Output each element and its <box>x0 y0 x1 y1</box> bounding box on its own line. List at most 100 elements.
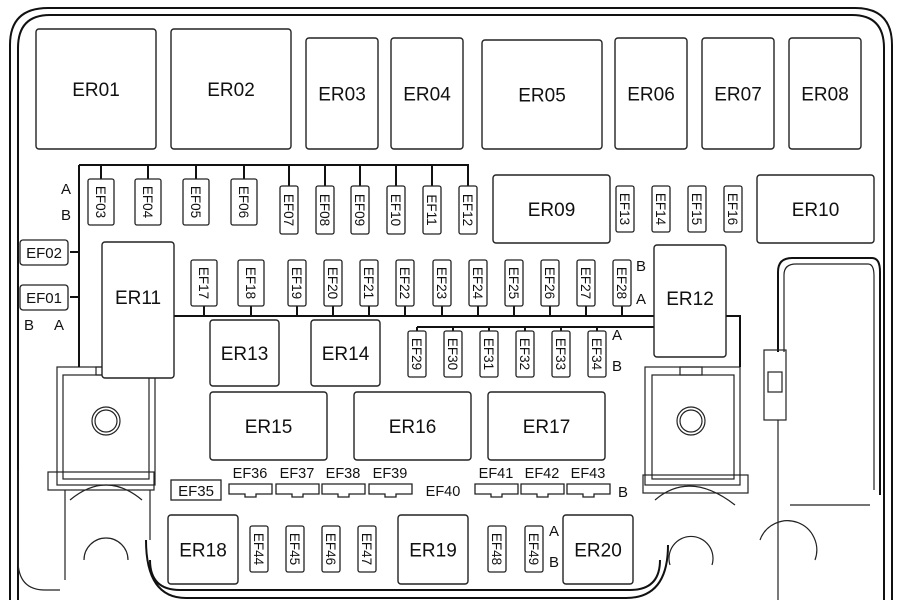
relay-label: ER19 <box>409 541 457 562</box>
fuse-label: EF32 <box>517 338 532 370</box>
relay-label: ER16 <box>389 417 437 438</box>
fuse-body <box>170 479 222 501</box>
fuse-label: EF04 <box>140 186 155 219</box>
pin-label-top-left-a: A <box>61 181 71 198</box>
fuse-label: EF14 <box>653 193 668 226</box>
fuse-label: EF16 <box>725 193 740 225</box>
relay-body <box>487 391 606 461</box>
fuse-label: EF33 <box>553 338 568 370</box>
fuse-body <box>237 259 265 307</box>
fuse-label: EF37 <box>280 466 315 482</box>
fuse-body <box>182 178 210 226</box>
fuse-ef47: EF47 <box>357 525 377 573</box>
relay-er15: ER15 <box>209 391 328 461</box>
fuse-ef45: EF45 <box>285 525 305 573</box>
fuse-body <box>279 185 299 235</box>
fuse-label: EF48 <box>489 533 504 565</box>
fuse-label: EF07 <box>281 194 296 226</box>
relay-er05: ER05 <box>481 39 603 150</box>
fuse-ef30: EF30 <box>443 327 463 378</box>
fuse-ef18: EF18 <box>237 259 265 316</box>
left-mounting-bracket <box>47 366 156 580</box>
relay-label: ER13 <box>221 344 269 365</box>
fuse-label: EF36 <box>233 466 268 482</box>
fuse-label: EF44 <box>251 533 266 566</box>
fuse-label: EF41 <box>479 466 514 482</box>
relay-label: ER10 <box>792 200 840 221</box>
relay-body <box>353 391 472 461</box>
fuse-ef10: EF10 <box>386 165 406 235</box>
fuse-label: EF24 <box>470 267 485 300</box>
fuse-ef25: EF25 <box>504 259 524 316</box>
fuse-label: EF06 <box>236 186 251 218</box>
fuse-body <box>285 525 305 573</box>
fuse-ef42: EF42 <box>520 466 565 498</box>
fuse-label: EF31 <box>481 338 496 370</box>
fuse-ef14: EF14 <box>651 185 671 233</box>
fuse-body <box>487 525 507 573</box>
fuse-body <box>576 259 596 307</box>
fuse-ef03: EF03 <box>87 165 115 226</box>
relay-body <box>788 37 862 150</box>
fuse-body <box>468 259 488 307</box>
fuse-ef23: EF23 <box>432 259 452 316</box>
fuse-body <box>357 525 377 573</box>
relay-er17: ER17 <box>487 391 606 461</box>
relay-er12: ER12 <box>653 244 727 358</box>
pin-label-ef49-a: A <box>549 523 559 540</box>
relay-label: ER20 <box>574 541 622 562</box>
fuse-body <box>458 185 478 235</box>
pin-label-ef28-b: B <box>636 258 646 275</box>
fuse-label: EF20 <box>325 267 340 299</box>
relay-body <box>390 37 464 150</box>
pin-label-ef49-b: B <box>549 554 559 571</box>
fuse-body <box>249 525 269 573</box>
fuse-label: EF19 <box>289 267 304 299</box>
relay-label: ER07 <box>714 85 762 106</box>
fuse-body <box>190 259 218 307</box>
fuse-body <box>321 525 341 573</box>
fuse-label: EF17 <box>196 267 211 299</box>
fuse-body <box>432 259 452 307</box>
fuse-body <box>287 259 307 307</box>
fuse-body <box>315 185 335 235</box>
fuse-ef37: EF37 <box>275 466 320 498</box>
relay-label: ER18 <box>179 541 227 562</box>
fuse-ef17: EF17 <box>190 259 218 316</box>
fuse-label: EF23 <box>434 267 449 299</box>
relay-body <box>35 28 157 150</box>
fuse-body <box>551 330 571 378</box>
fuse-ef27: EF27 <box>576 259 596 316</box>
fuse-label: EF12 <box>460 194 475 226</box>
fuse-label: EF43 <box>571 466 606 482</box>
fuse-body <box>587 330 607 378</box>
fuse-label: EF22 <box>397 267 412 299</box>
fuse-ef41: EF41 <box>474 466 519 498</box>
fuse-slot <box>228 483 273 498</box>
relay-body <box>310 319 381 387</box>
fuse-label: EF30 <box>445 338 460 370</box>
fuse-label: EF03 <box>93 186 108 218</box>
fuse-ef12: EF12 <box>458 165 478 235</box>
fuse-ef20: EF20 <box>323 259 343 316</box>
fuse-label: EF13 <box>617 193 632 225</box>
fuse-label: EF28 <box>614 267 629 299</box>
fuse-ef22: EF22 <box>395 259 415 316</box>
fuse-label: EF10 <box>388 194 403 226</box>
fuse-ef44: EF44 <box>249 525 269 573</box>
fuse-slot <box>520 483 565 498</box>
relay-label: ER14 <box>322 344 370 365</box>
fuse-ef19: EF19 <box>287 259 307 316</box>
fuse-body <box>19 284 69 311</box>
fuse-body <box>540 259 560 307</box>
fuse-label: EF40 <box>426 484 461 500</box>
relay-label: ER15 <box>245 417 293 438</box>
fuse-ef35: EF35 <box>170 479 222 501</box>
relay-er06: ER06 <box>614 37 688 150</box>
relay-label: ER11 <box>115 288 161 309</box>
fuse-body <box>350 185 370 235</box>
relay-er01: ER01 <box>35 28 157 150</box>
relay-label: ER09 <box>528 200 576 221</box>
relay-label: ER05 <box>518 86 566 107</box>
fuse-body <box>134 178 162 226</box>
